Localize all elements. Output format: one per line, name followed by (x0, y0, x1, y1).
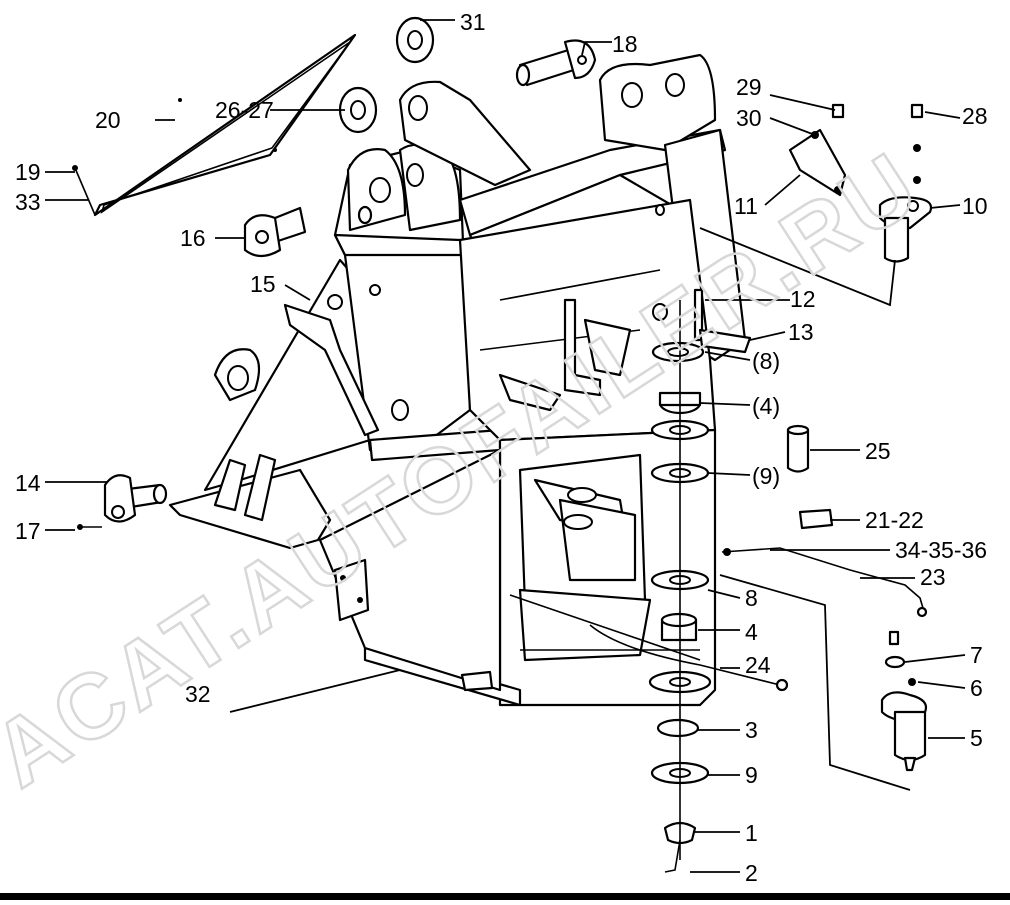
callout-13: 13 (788, 319, 814, 345)
callout-2: 2 (745, 860, 758, 886)
callout-4-paren: (4) (752, 393, 780, 419)
callout-8-paren: (8) (752, 348, 780, 374)
callout-34-35-36: 34-35-36 (895, 537, 987, 563)
callout-23: 23 (920, 564, 946, 590)
callout-29: 29 (736, 74, 762, 100)
pin-18 (515, 39, 597, 87)
sensor-5 (880, 630, 928, 772)
callout-33: 33 (15, 189, 41, 215)
callout-32: 32 (185, 681, 211, 707)
bolts-12-13 (693, 288, 752, 354)
callout-7: 7 (970, 642, 983, 668)
callout-4: 4 (745, 619, 758, 645)
callout-labels: 31 18 20 26-27 19 33 16 15 14 17 29 30 1… (15, 9, 988, 886)
callout-19: 19 (15, 159, 41, 185)
callout-10: 10 (962, 193, 988, 219)
callout-25: 25 (865, 438, 891, 464)
callout-18: 18 (612, 31, 638, 57)
callout-6: 6 (970, 675, 983, 701)
cover-plate-20 (93, 33, 357, 217)
callout-31: 31 (460, 9, 486, 35)
callout-3: 3 (745, 717, 758, 743)
callout-5: 5 (970, 725, 983, 751)
callout-28: 28 (962, 103, 988, 129)
right-bracket-assembly (788, 103, 933, 263)
bearing-stack (648, 300, 712, 873)
callout-12: 12 (790, 286, 816, 312)
callout-11: 11 (734, 193, 758, 219)
callout-9: 9 (745, 762, 758, 788)
pin-14 (103, 474, 168, 523)
callout-1: 1 (745, 820, 758, 846)
callout-16: 16 (180, 225, 206, 251)
screws (72, 165, 102, 530)
callout-17: 17 (15, 518, 41, 544)
callout-8: 8 (745, 585, 758, 611)
sensor-25 (786, 424, 834, 530)
callout-26-27: 26-27 (215, 97, 274, 123)
callout-21-22: 21-22 (865, 507, 924, 533)
callout-15: 15 (250, 271, 276, 297)
bottom-border (0, 893, 1010, 900)
callout-20: 20 (95, 107, 121, 133)
leader-lines (45, 19, 966, 873)
pin-16 (243, 205, 373, 258)
callout-30: 30 (736, 105, 762, 131)
callout-24: 24 (745, 652, 771, 678)
callout-14: 14 (15, 470, 41, 496)
callout-9-paren: (9) (752, 463, 780, 489)
main-frame (168, 53, 747, 707)
washers (338, 16, 435, 134)
